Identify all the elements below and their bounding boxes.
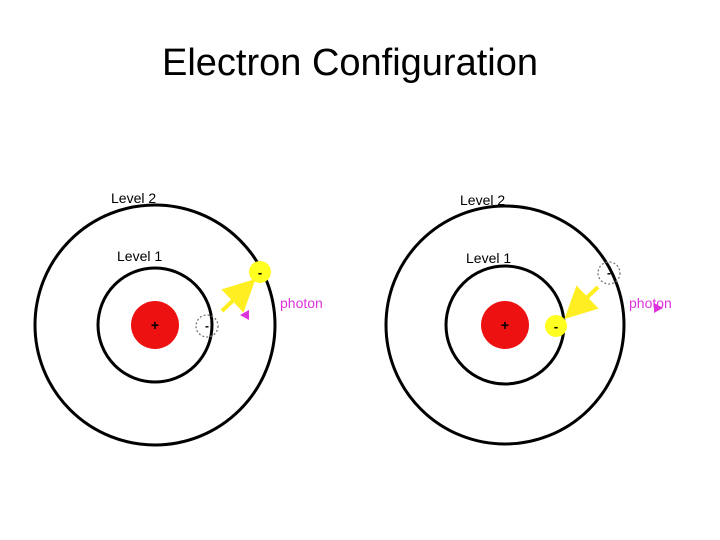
nucleus bbox=[481, 301, 529, 349]
level-2-orbit bbox=[384, 204, 626, 446]
incoming-photon-arrow bbox=[240, 310, 249, 320]
transition-arrow bbox=[220, 278, 256, 313]
electron bbox=[545, 315, 567, 337]
vacated-electron-state bbox=[195, 314, 219, 338]
vacated-state-charge: - bbox=[607, 266, 611, 280]
electron-charge: - bbox=[258, 265, 262, 280]
nucleus-charge: + bbox=[501, 317, 509, 333]
level-2-orbit bbox=[33, 203, 277, 447]
slide-title: Electron Configuration bbox=[162, 42, 538, 84]
level-1-label: Level 1 bbox=[466, 250, 511, 266]
level-1-label: Level 1 bbox=[117, 248, 162, 264]
atom-diagram-absorption: Level 2 Level 1 + - - photon bbox=[33, 190, 323, 447]
level-2-label: Level 2 bbox=[111, 190, 156, 206]
vacated-electron-state bbox=[597, 261, 621, 285]
vacated-state-charge: - bbox=[205, 319, 209, 333]
level-1-orbit bbox=[96, 266, 214, 384]
electron-charge: - bbox=[554, 319, 558, 334]
photon-label: photon bbox=[629, 295, 672, 311]
nucleus-charge: + bbox=[151, 317, 159, 333]
photon-label: photon bbox=[280, 295, 323, 311]
transition-arrow bbox=[564, 285, 600, 320]
level-2-label: Level 2 bbox=[460, 192, 505, 208]
electron bbox=[249, 261, 271, 283]
atom-diagram-emission: Level 2 Level 1 + - - photon bbox=[384, 192, 672, 446]
nucleus bbox=[131, 301, 179, 349]
outgoing-photon-arrow bbox=[654, 303, 663, 313]
